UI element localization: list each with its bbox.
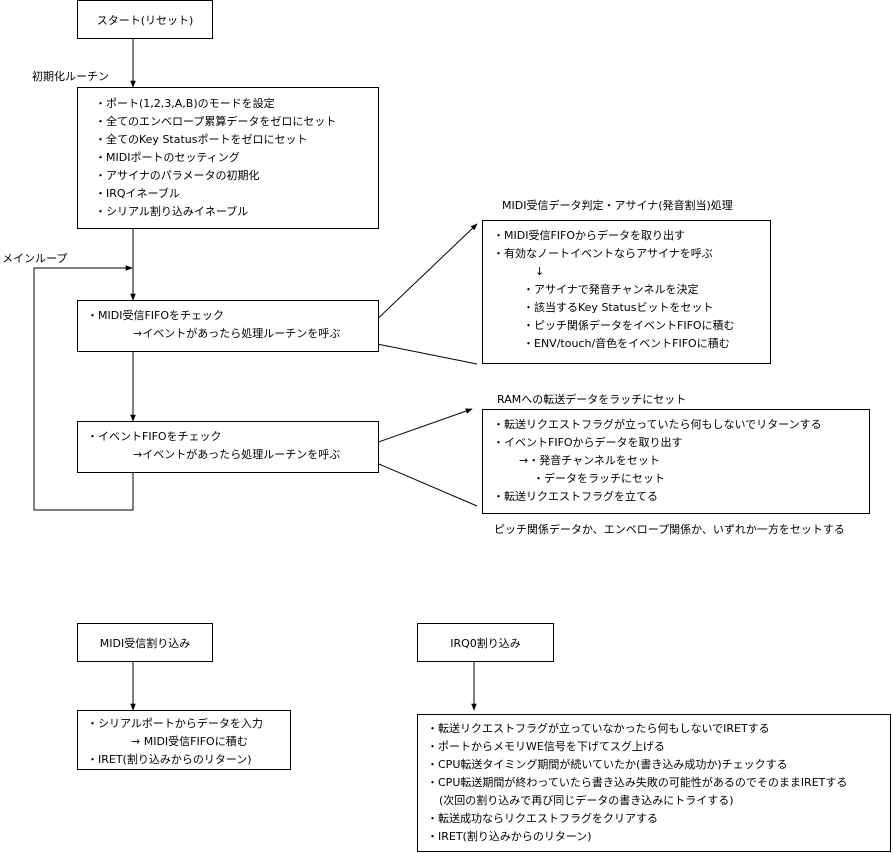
midi-irq-items: ・シリアルポートからデータを入力 → MIDI受信FIFOに積む ・IRET(割… [87, 715, 263, 769]
irq0-item: ・転送リクエストフラグが立っていなかったら何もしないでIRETする [427, 722, 770, 735]
assigner-item: ・該当するKey Statusビットをセット [523, 301, 714, 314]
init-item: ・アサイナのパラメータの初期化 [95, 169, 260, 182]
irq0-body-box: ・転送リクエストフラグが立っていなかったら何もしないでIRETする ・ポートから… [417, 714, 891, 852]
init-items: ・ポート(1,2,3,A,B)のモードを設定 ・全てのエンベロープ累算データをゼ… [95, 95, 336, 221]
assigner-item: ・ENV/touch/音色をイベントFIFOに積む [523, 337, 730, 350]
irq0-items: ・転送リクエストフラグが立っていなかったら何もしないでIRETする ・ポートから… [427, 720, 847, 846]
midi-irq-item: → MIDI受信FIFOに積む [131, 735, 248, 748]
latch-item: ・イベントFIFOからデータを取り出す [493, 436, 683, 449]
midi-check-items: ・MIDI受信FIFOをチェック →イベントがあったら処理ルーチンを呼ぶ [87, 307, 340, 343]
irq0-item: ・ポートからメモリWE信号を下げてスグ上げる [427, 740, 665, 753]
irq0-item: ・CPU転送タイミング期間が続いていたか(書き込み成功か)チェックする [427, 758, 788, 771]
start-box: スタート(リセット) [77, 0, 213, 39]
init-item: ・ポート(1,2,3,A,B)のモードを設定 [95, 97, 275, 110]
init-box: ・ポート(1,2,3,A,B)のモードを設定 ・全てのエンベロープ累算データをゼ… [77, 87, 379, 229]
latch-item: ・転送リクエストフラグが立っていたら何もしないでリターンする [493, 418, 822, 431]
assigner-item: ・アサイナで発音チャンネルを決定 [523, 283, 699, 296]
main-loop-label: メインループ [2, 252, 68, 265]
assigner-item: ・MIDI受信FIFOからデータを取り出す [493, 229, 686, 242]
latch-box: ・転送リクエストフラグが立っていたら何もしないでリターンする ・イベントFIFO… [482, 409, 870, 514]
midi-irq-item: ・IRET(割り込みからのリターン) [87, 753, 252, 766]
arrow-midi-check-to-assigner [369, 223, 478, 327]
latch-item: ・データをラッチにセット [533, 472, 665, 485]
irq0-item: ・CPU転送期間が終わっていたら書き込み失敗の可能性があるのでそのままIRETす… [427, 776, 848, 789]
midi-irq-body-box: ・シリアルポートからデータを入力 → MIDI受信FIFOに積む ・IRET(割… [77, 710, 291, 770]
latch-note: ピッチ関係データか、エンベロープ関係か、いずれか一方をセットする [494, 523, 845, 536]
init-item: ・シリアル割り込みイネーブル [95, 205, 249, 218]
midi-check-item: ・MIDI受信FIFOをチェック [87, 309, 225, 322]
init-item: ・全てのエンベロープ累算データをゼロにセット [95, 115, 337, 128]
assigner-item: ・ピッチ関係データをイベントFIFOに積む [523, 319, 735, 332]
assigner-box: ・MIDI受信FIFOからデータを取り出す ・有効なノートイベントならアサイナを… [482, 220, 771, 364]
event-fifo-check-box: ・イベントFIFOをチェック →イベントがあったら処理ルーチンを呼ぶ [77, 421, 379, 473]
latch-item: ・転送リクエストフラグを立てる [493, 490, 658, 503]
arrow-latch-to-event-check [371, 460, 478, 507]
assigner-items: ・MIDI受信FIFOからデータを取り出す ・有効なノートイベントならアサイナを… [493, 227, 735, 353]
init-item: ・全てのKey Statusポートをゼロにセット [95, 133, 308, 146]
midi-fifo-check-box: ・MIDI受信FIFOをチェック →イベントがあったら処理ルーチンを呼ぶ [77, 300, 379, 352]
midi-check-item: →イベントがあったら処理ルーチンを呼ぶ [133, 327, 341, 340]
irq0-title: IRQ0割り込み [450, 636, 521, 650]
irq0-item: ・IRET(割り込みからのリターン) [427, 830, 592, 843]
main-loop-return-line [33, 265, 134, 511]
irq0-item: (次回の割り込みで再び同じデータの書き込みにトライする) [439, 794, 734, 807]
irq0-item: ・転送成功ならリクエストフラグをクリアする [427, 812, 658, 825]
assigner-item: ・有効なノートイベントならアサイナを呼ぶ [493, 247, 713, 260]
midi-irq-box: MIDI受信割り込み [77, 623, 213, 662]
midi-irq-title: MIDI受信割り込み [99, 636, 191, 650]
init-item: ・MIDIポートのセッティング [95, 151, 240, 164]
assigner-title: MIDI受信データ判定・アサイナ(発音割当)処理 [502, 199, 733, 212]
down-arrow: ↓ [535, 265, 545, 278]
init-routine-label: 初期化ルーチン [32, 70, 109, 83]
event-check-item: ・イベントFIFOをチェック [87, 430, 222, 443]
midi-irq-item: ・シリアルポートからデータを入力 [87, 717, 263, 730]
event-check-item: →イベントがあったら処理ルーチンを呼ぶ [133, 448, 341, 461]
start-label: スタート(リセット) [96, 13, 194, 27]
irq0-box: IRQ0割り込み [417, 623, 554, 662]
arrow-event-check-to-latch [369, 408, 473, 446]
latch-items: ・転送リクエストフラグが立っていたら何もしないでリターンする ・イベントFIFO… [493, 416, 822, 506]
arrow-assigner-to-midi-check [371, 341, 478, 365]
latch-item: →・発音チャンネルをセット [519, 454, 660, 467]
init-item: ・IRQイネーブル [95, 187, 180, 200]
latch-title: RAMへの転送データをラッチにセット [497, 393, 687, 406]
event-check-items: ・イベントFIFOをチェック →イベントがあったら処理ルーチンを呼ぶ [87, 428, 340, 464]
